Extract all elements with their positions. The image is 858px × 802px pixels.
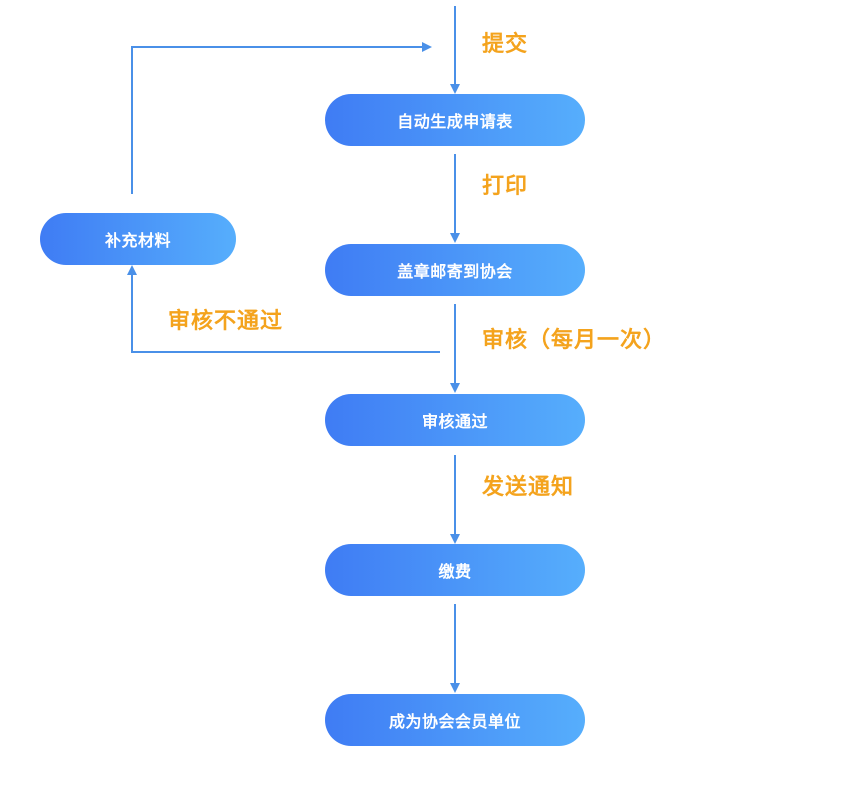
node-supplement-materials-label: 补充材料 — [104, 231, 171, 250]
edge-label-send-notice: 发送通知 — [482, 475, 575, 500]
edge-label-print: 打印 — [482, 174, 529, 199]
edge-label-rejected: 审核不通过 — [168, 309, 284, 334]
node-review-approved-label: 审核通过 — [421, 412, 488, 431]
node-stamp-and-mail-label: 盖章邮寄到协会 — [397, 262, 513, 281]
node-auto-generate-form: 自动生成申请表 — [325, 94, 585, 146]
node-stamp-and-mail: 盖章邮寄到协会 — [325, 244, 585, 296]
edge-label-review-monthly: 审核（每月一次） — [482, 328, 667, 353]
arrow-resubmit — [131, 42, 432, 194]
arrow-rejected — [127, 265, 440, 353]
node-become-member: 成为协会会员单位 — [325, 694, 585, 746]
node-auto-generate-form-label: 自动生成申请表 — [397, 112, 513, 131]
node-review-approved: 审核通过 — [325, 394, 585, 446]
node-pay-fee-label: 缴费 — [438, 562, 472, 581]
edge-label-submit: 提交 — [482, 32, 529, 57]
node-become-member-label: 成为协会会员单位 — [388, 712, 521, 731]
node-pay-fee: 缴费 — [325, 544, 585, 596]
node-supplement-materials: 补充材料 — [40, 213, 236, 265]
